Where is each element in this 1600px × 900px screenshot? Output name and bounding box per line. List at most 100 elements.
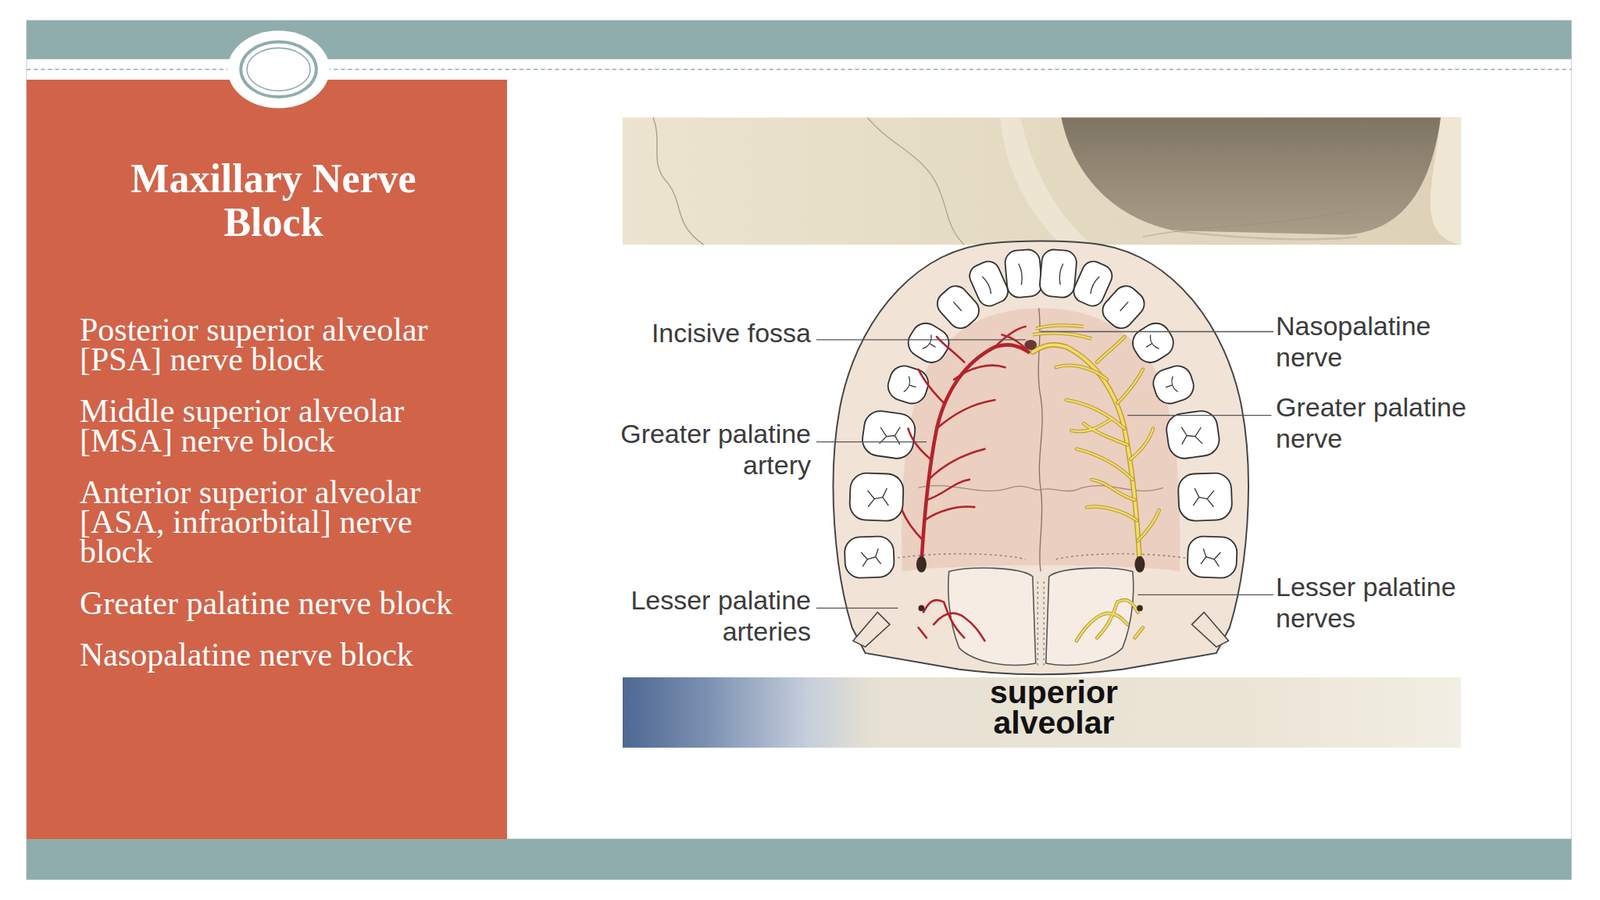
skull-bone [622,117,1462,245]
slide-title: Maxillary Nerve Block [101,157,446,245]
greater-palatine-nerve [1032,344,1140,564]
anatomy-label: Incisive fossa [607,317,811,349]
anatomy-label: Nasopalatine nerve [1275,310,1479,373]
nerve-branch [1056,336,1160,541]
leader-line [816,441,927,443]
leader-line [1040,331,1274,333]
maxilla-outline [833,241,1249,675]
skull-photo-strip [622,117,1462,245]
incisor-tooth [1089,275,1100,295]
incisor-tooth [1003,248,1043,299]
incisor-tooth [1018,263,1024,286]
pterygoid-plate [1192,612,1229,647]
bone-highlight [1430,117,1462,245]
molar-tooth [878,424,903,447]
molar-tooth [1178,472,1233,522]
top-band [26,20,1572,60]
premolar-tooth [903,376,919,396]
transverse-suture [918,485,1164,492]
canine-tooth [932,281,984,334]
band-caption: superior alveolar [967,677,1140,739]
leader-line [816,339,1026,340]
incisor-tooth [1039,248,1078,299]
nerve-block-item: Nasopalatine nerve block [79,639,471,670]
leader-line [816,607,898,609]
leader-line [1127,414,1272,416]
molar-tooth [844,535,895,579]
orbit-shadow [1060,117,1441,235]
premolar-tooth [1127,317,1179,368]
artery-branch [902,326,1029,541]
molar-tooth [849,472,904,522]
molar-tooth [1200,548,1222,567]
molar-tooth [860,408,918,461]
nerve-block-item: Greater palatine nerve block [79,588,471,618]
caption-band: superior alveolar [622,677,1461,748]
canine-tooth [1097,281,1150,334]
skull-suture [653,117,704,245]
lesser-palatine-foramen [1136,605,1143,612]
molar-tooth [844,535,895,579]
lesser-palatine-artery [918,600,986,641]
nerve-outline [1032,344,1140,564]
molar-tooth [1164,408,1222,461]
pterygoid-plate [853,612,890,647]
greater-palatine-foramen [1134,556,1145,573]
palate-illustration [833,241,1249,675]
premolar-tooth [884,362,933,408]
molar-tooth [1192,487,1215,508]
leader-line [1137,594,1274,596]
slide-frame [26,20,1572,880]
canine-tooth [953,301,961,311]
medallion-disc [227,30,330,108]
dashed-rule [26,68,1572,71]
nerve-outline [1056,336,1160,541]
skull-suture [867,117,965,245]
text-stack: superior alveolar [967,677,1140,739]
bottom-band [26,839,1572,880]
medallion-ring [246,47,311,91]
palatine-edge [887,553,1194,560]
molar-tooth [860,548,882,567]
greater-palatine-foramen [916,556,927,573]
canine-tooth [932,281,984,334]
premolar-tooth [1150,362,1198,408]
premolar-tooth [1150,362,1198,408]
molar-tooth [1164,408,1222,461]
skull-suture [1142,209,1358,237]
nerve-outline [1076,600,1143,641]
hard-palate [901,307,1180,572]
molar-tooth [1179,424,1204,447]
anatomy-label: Greater palatine artery [607,417,811,481]
molar-tooth [1186,535,1237,579]
nerve-block-item: Middle superior alveolar [MSA] nerve blo… [79,396,471,456]
lesser-palatine-foramen [918,605,925,612]
incisor-tooth [1039,248,1078,299]
artery-tree [902,326,1029,641]
incisor-tooth [1058,263,1064,286]
anatomy-label: Lesser palatine arteries [607,584,811,647]
premolar-tooth [903,317,955,368]
molar-tooth [1178,472,1233,522]
title-medallion [227,30,330,108]
canine-tooth [1120,301,1129,311]
premolar-tooth [1142,335,1160,355]
lesser-palatine-nerve [1076,600,1143,641]
molar-tooth [867,487,890,508]
anatomy-label: Lesser palatine nerves [1275,571,1479,634]
nerve-block-item: Posterior superior alveolar [PSA] nerve … [79,314,471,375]
orbit-rim [1173,230,1358,240]
molar-tooth [860,408,918,461]
anatomy-label: Greater palatine nerve [1275,391,1479,454]
tooth-row [844,248,1238,579]
premolar-tooth [1127,317,1179,368]
leader-lines [816,331,1274,608]
medallion-ring [240,42,317,98]
molar-tooth [849,472,904,522]
premolar-tooth [1163,376,1179,396]
